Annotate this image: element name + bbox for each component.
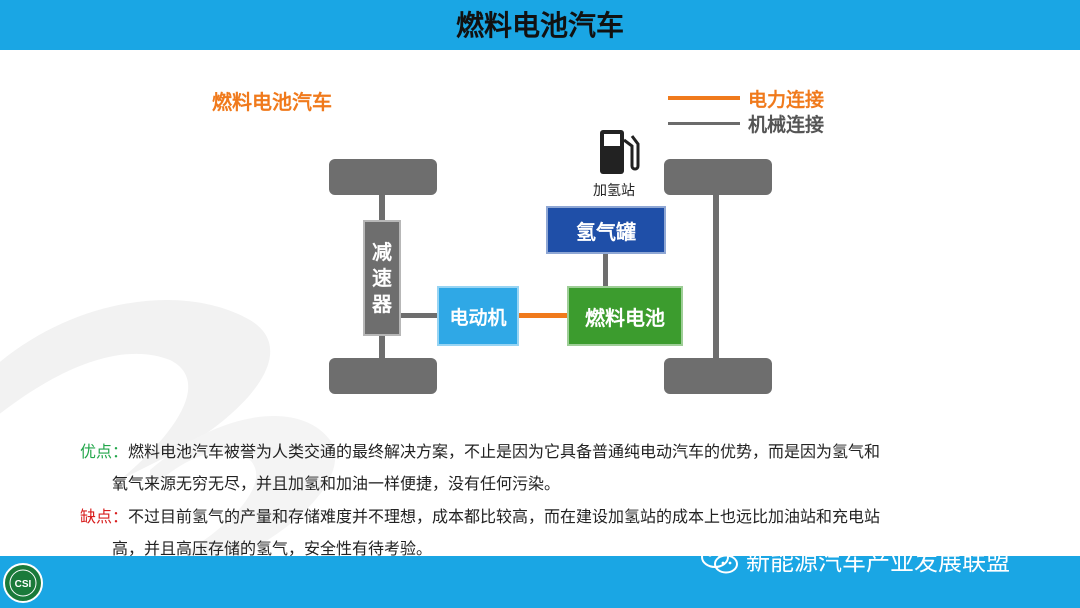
cons-line-2: 高，并且高压存储的氢气，安全性有待考验。: [112, 539, 433, 558]
pros-paragraph: 优点：燃料电池汽车被誉为人类交通的最终解决方案，不止是因为它具备普通纯电动汽车的…: [80, 436, 1000, 500]
footer-bar: [0, 556, 1080, 608]
rear-top-wheel: [664, 159, 772, 195]
cons-tag: 缺点：: [80, 507, 129, 526]
mechanical-link-reducer-motor: [399, 313, 439, 318]
wechat-icon: [701, 545, 738, 573]
legend-electric-line: [668, 96, 740, 100]
watermark: 新能源汽车产业发展联盟: [700, 542, 1010, 577]
reducer-char-3: 器: [372, 292, 392, 316]
reducer-box: 减 速 器: [363, 220, 401, 336]
legend-electric-label: 电力连接: [748, 88, 825, 111]
front-bottom-wheel: [329, 358, 437, 394]
legend-mechanical-label: 机械连接: [748, 113, 825, 136]
hydrogen-tank-box: 氢气罐: [546, 206, 666, 254]
fuel-cell-box: 燃料电池: [567, 286, 683, 346]
front-top-wheel: [329, 159, 437, 195]
header-bar: [0, 0, 1080, 50]
rear-axle: [713, 195, 719, 365]
motor-box: 电动机: [437, 286, 519, 346]
legend-mechanical-line: [668, 121, 740, 125]
pros-tag: 优点：: [80, 442, 129, 461]
logo-text: CSI: [15, 579, 32, 590]
cons-line-1: 不过目前氢气的产量和存储难度并不理想，成本都比较高，而在建设加氢站的成本上也远比…: [128, 507, 881, 526]
diagram-title: 燃料电池汽车: [212, 90, 332, 114]
cons-paragraph: 缺点：不过目前氢气的产量和存储难度并不理想，成本都比较高，而在建设加氢站的成本上…: [80, 501, 1000, 565]
legend-mechanical: 机械连接: [668, 111, 825, 136]
reducer-char-1: 减: [372, 240, 392, 264]
pros-line-1: 燃料电池汽车被誉为人类交通的最终解决方案，不止是因为它具备普通纯电动汽车的优势，…: [128, 442, 881, 461]
link-tank-fuelcell: [603, 252, 608, 288]
background-swoosh: [0, 300, 336, 556]
legend-electric: 电力连接: [668, 86, 825, 111]
watermark-text: 新能源汽车产业发展联盟: [746, 548, 1010, 576]
pros-line-2: 氧气来源无穷无尽，并且加氢和加油一样便捷，没有任何污染。: [112, 474, 561, 493]
fuel-pump-icon: [600, 130, 640, 174]
rear-bottom-wheel: [664, 358, 772, 394]
reducer-char-2: 速: [372, 266, 392, 290]
hydrogen-station-label: 加氢站: [593, 183, 635, 199]
csi-logo: CSI: [3, 563, 43, 603]
page-title: 燃料电池汽车: [455, 9, 624, 42]
electric-link-motor-fuelcell: [517, 313, 569, 318]
